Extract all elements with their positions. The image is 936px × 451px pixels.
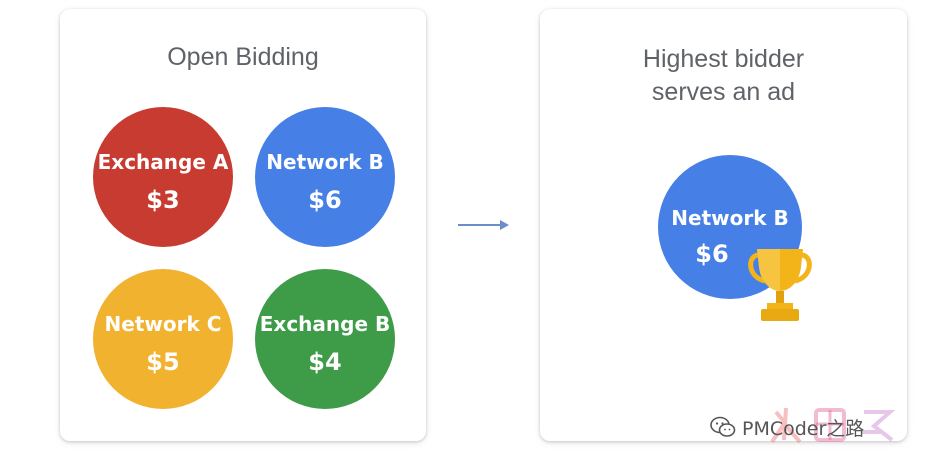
bidder-name: Exchange A: [97, 150, 229, 174]
watermark-logo-graphic: [770, 407, 896, 444]
open-bidding-card: Open Bidding Exchange A $3 Network B $6 …: [60, 9, 426, 441]
bidder-bid: $4: [308, 348, 342, 376]
arrow-head: [500, 220, 509, 230]
bidder-name: Network B: [266, 150, 384, 174]
winner-title: Highest bidder serves an ad: [540, 43, 907, 109]
bidder-name: Network C: [104, 312, 222, 336]
wechat-icon: [710, 416, 736, 437]
arrow-right-icon: [458, 220, 509, 230]
winner-card: Highest bidder serves an ad Network B $6: [540, 9, 907, 441]
bidder-exchange-a: Exchange A $3: [93, 107, 233, 247]
winner-title-line2: serves an ad: [651, 78, 796, 106]
bidder-name: Exchange B: [259, 312, 391, 336]
watermark-text: PMCoder之路: [742, 417, 865, 440]
winner-title-line1: Highest bidder: [642, 45, 805, 73]
bidder-bid: $3: [146, 186, 180, 214]
bidder-network-c: Network C $5: [93, 269, 233, 409]
trophy-icon: [745, 241, 812, 321]
bidder-bid: $5: [146, 348, 180, 376]
winner-name: Network B: [671, 206, 789, 230]
bidder-bid: $6: [308, 186, 342, 214]
winner-bid: $6: [695, 240, 729, 268]
bidder-network-b: Network B $6: [255, 107, 395, 247]
bidder-exchange-b: Exchange B $4: [255, 269, 395, 409]
open-bidding-title: Open Bidding: [167, 43, 319, 71]
watermark: PMCoder之路: [710, 407, 896, 444]
